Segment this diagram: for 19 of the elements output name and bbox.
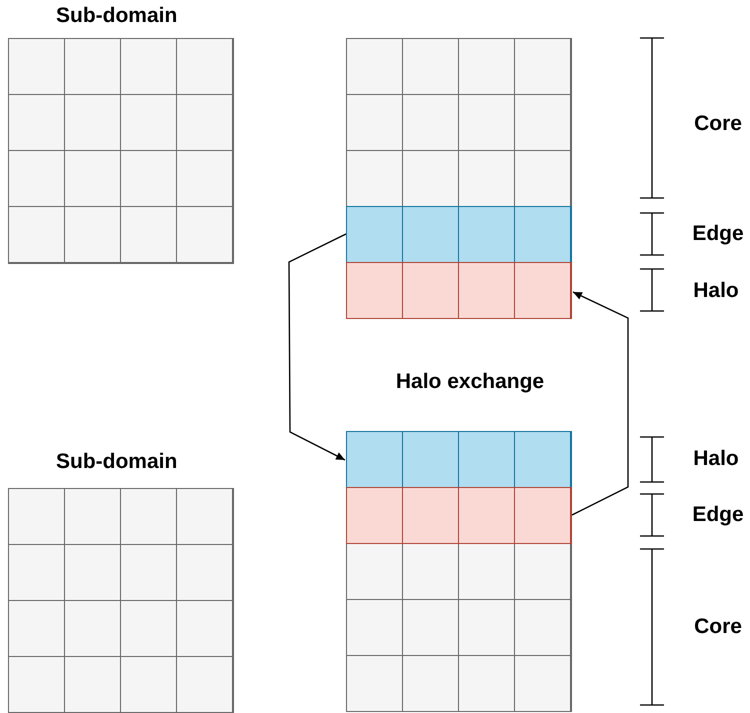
- exchange-title: Halo exchange: [396, 370, 544, 394]
- cell-row: [346, 206, 572, 263]
- region-label: Edge: [692, 222, 744, 246]
- cell-row: [346, 487, 572, 544]
- region-label: Halo: [693, 279, 739, 303]
- grid-block: [8, 488, 234, 713]
- grid-block: [346, 38, 572, 319]
- region-label: Core: [694, 615, 742, 639]
- region-label: Edge: [692, 503, 744, 527]
- arrow: [288, 233, 346, 461]
- region-label: Halo: [693, 447, 739, 471]
- cell-row: [346, 431, 572, 488]
- grid-title: Sub-domain: [56, 450, 178, 474]
- arrow: [572, 291, 629, 516]
- grid-block: [346, 431, 572, 712]
- grid-title: Sub-domain: [56, 4, 178, 28]
- cell-row: [346, 262, 572, 319]
- grid-block: [8, 38, 234, 264]
- region-label: Core: [694, 112, 742, 136]
